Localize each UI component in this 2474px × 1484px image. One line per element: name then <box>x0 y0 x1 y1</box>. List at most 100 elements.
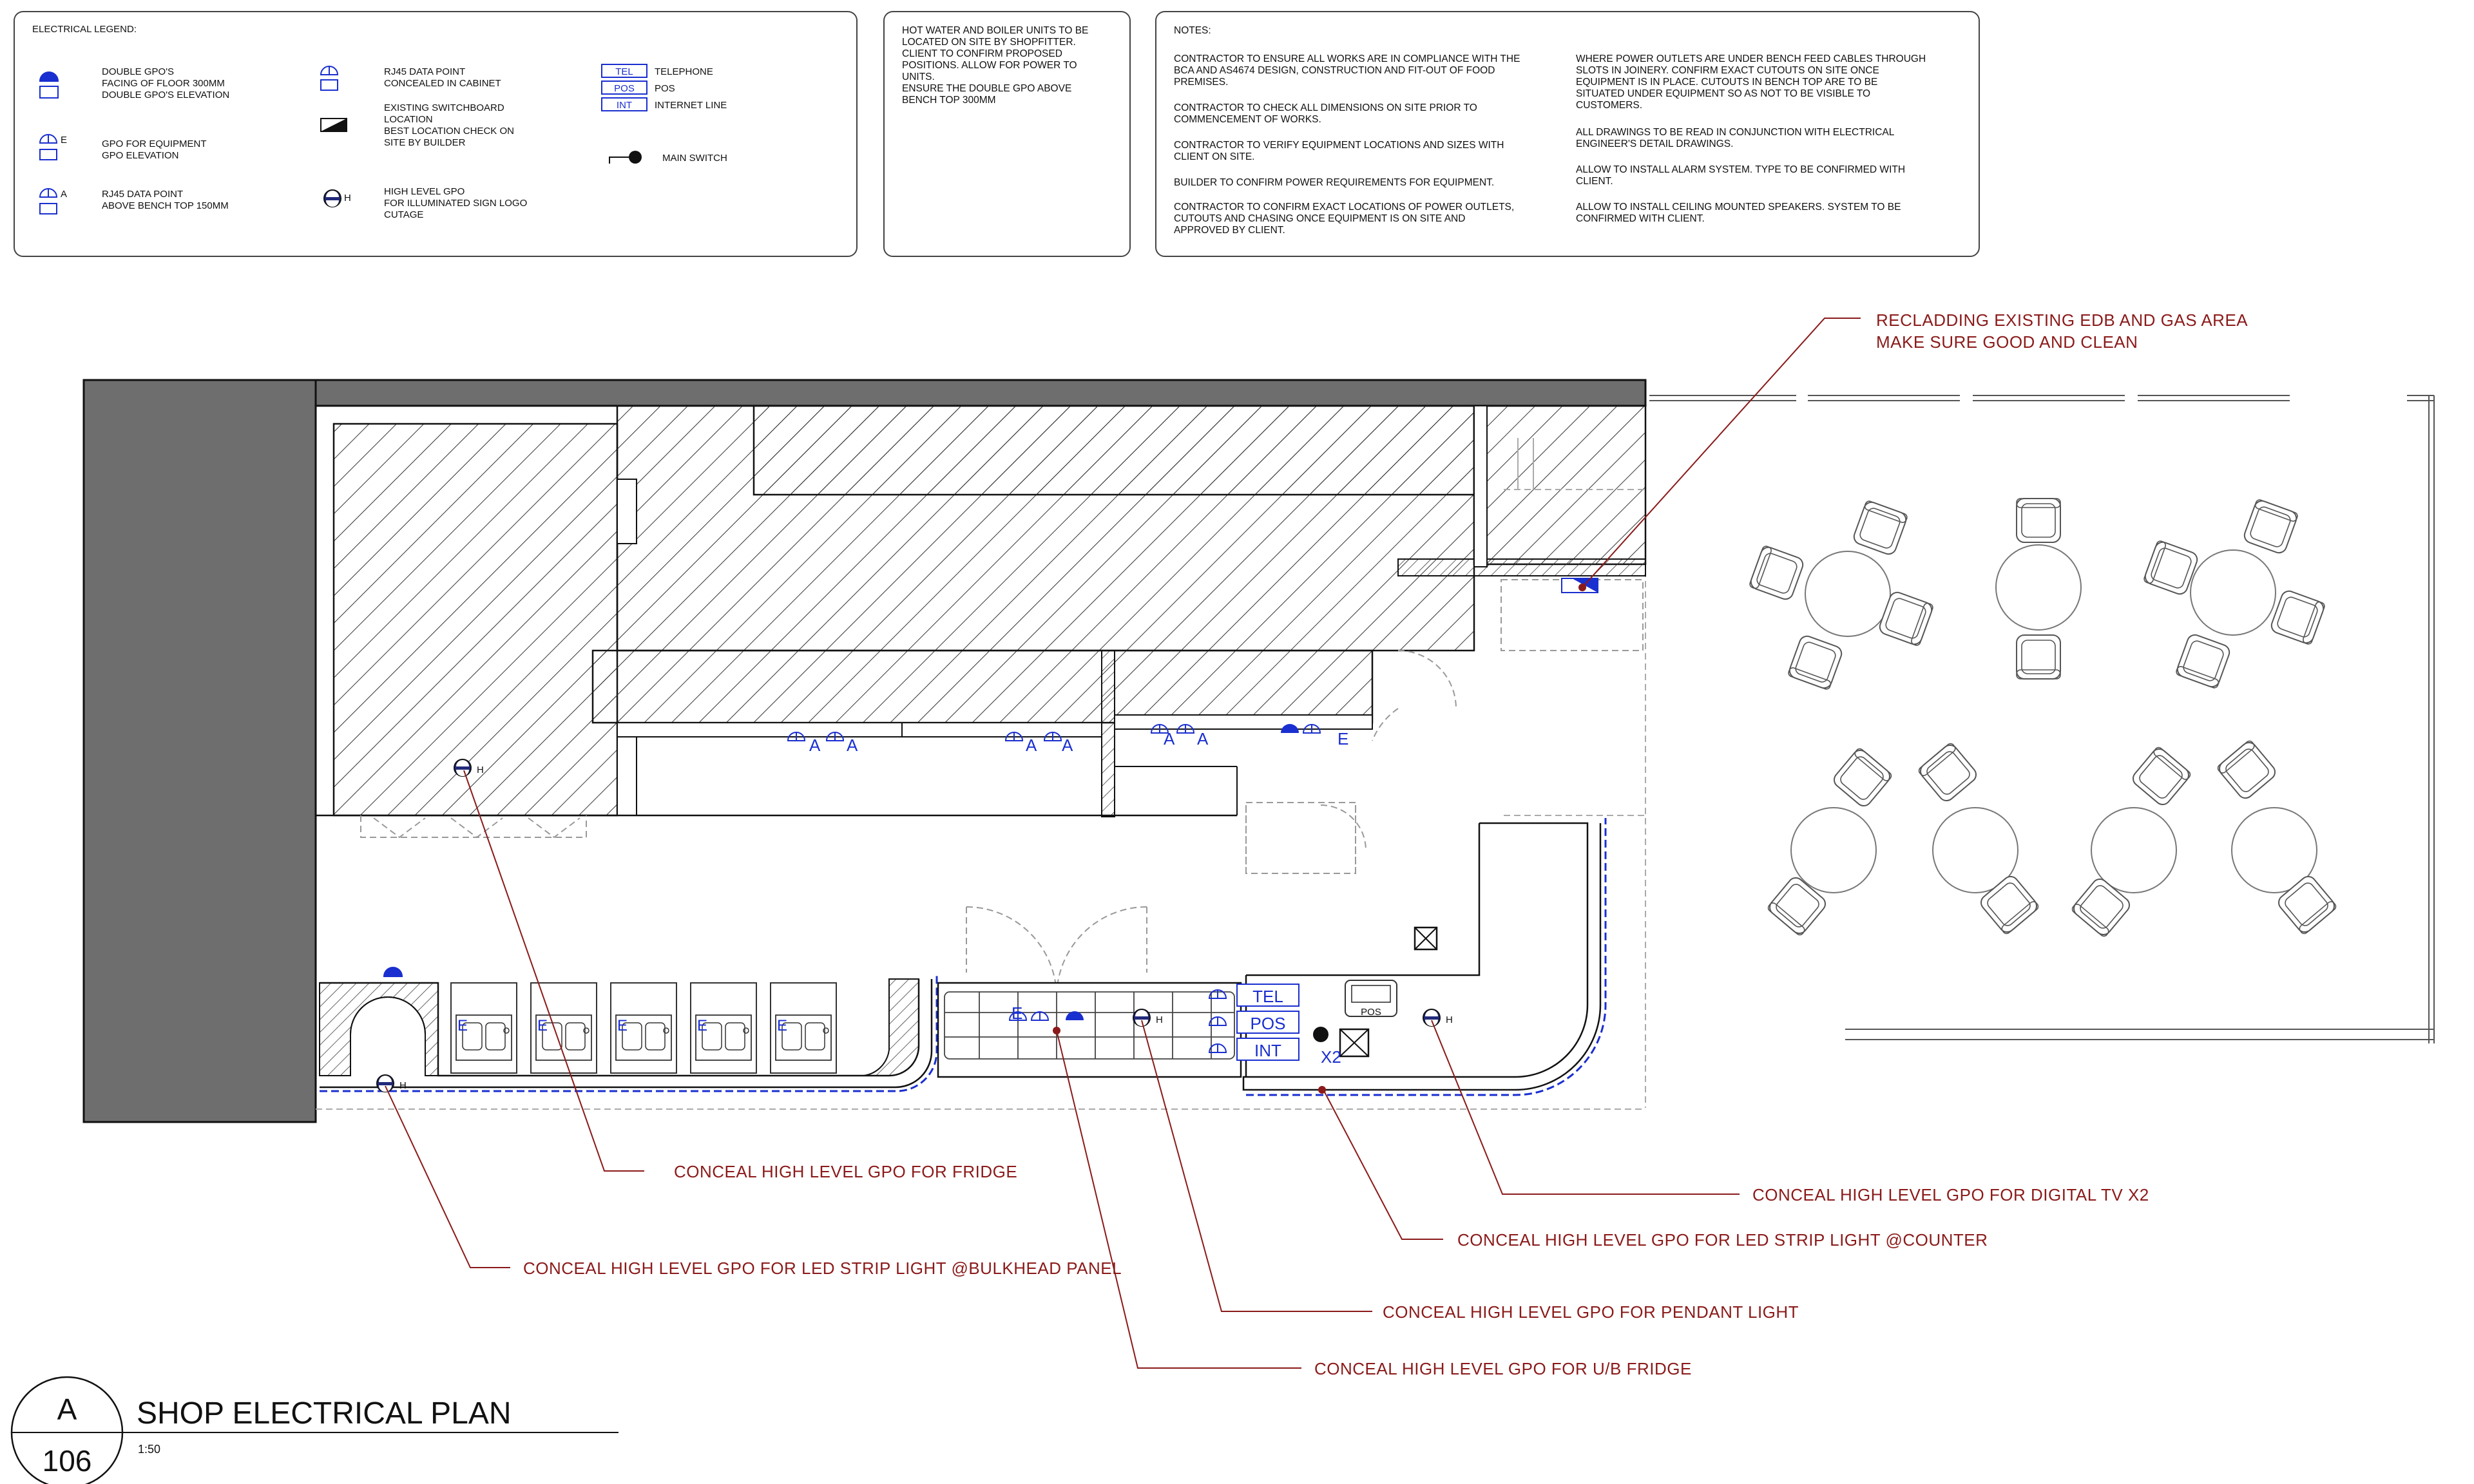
note-left-1b: BCA AND AS4674 DESIGN, CONSTRUCTION AND … <box>1174 65 1495 76</box>
pos-terminal: POS <box>1345 980 1397 1018</box>
door-swings <box>360 579 1644 998</box>
note-right-1b: SLOTS IN JOINERY. CONFIRM EXACT CUTOUTS … <box>1576 65 1879 76</box>
legend-tel-label: TELEPHONE <box>655 66 713 77</box>
legend-rj45-line1: RJ45 DATA POINT <box>102 189 183 200</box>
back-bench-drawers <box>944 991 1235 1060</box>
tag-e-1: E <box>457 1017 468 1034</box>
note-right-1a: WHERE POWER OUTLETS ARE UNDER BENCH FEED… <box>1576 53 1926 64</box>
title-block: A 106 SHOP ELECTRICAL PLAN 1:50 <box>10 1376 618 1484</box>
equipment-gpo-icon <box>39 134 58 160</box>
legend-rj45-line2: ABOVE BENCH TOP 150MM <box>102 200 229 211</box>
note-right-4b: CONFIRMED WITH CLIENT. <box>1576 213 1705 224</box>
legend-int-box: INT <box>617 100 632 111</box>
legend-rj45-tag: A <box>61 189 67 200</box>
legend-double-gpo-line3: DOUBLE GPO'S ELEVATION <box>102 90 229 100</box>
pos-terminal-label: POS <box>1361 1007 1381 1018</box>
legend-high-level-line2: FOR ILLUMINATED SIGN LOGO <box>384 198 527 209</box>
note-right-3b: CLIENT. <box>1576 176 1613 187</box>
note-right-3a: ALLOW TO INSTALL ALARM SYSTEM. TYPE TO B… <box>1576 164 1905 175</box>
legend-high-level-tag: H <box>344 193 351 204</box>
legend-high-level-line1: HIGH LEVEL GPO <box>384 186 465 197</box>
tag-e-5: E <box>777 1017 787 1034</box>
seating-area <box>1649 395 2435 1043</box>
note-right-2a: ALL DRAWINGS TO BE READ IN CONJUNCTION W… <box>1576 127 1895 138</box>
tag-a-6: A <box>1197 729 1209 748</box>
tag-h-bulkhead: H <box>399 1080 407 1091</box>
legend-heading: ELECTRICAL LEGEND: <box>32 24 137 35</box>
comms-outlets: TEL POS INT <box>1209 984 1299 1061</box>
note-left-3a: CONTRACTOR TO VERIFY EQUIPMENT LOCATIONS… <box>1174 140 1504 151</box>
legend-rj45-cabinet-line1: RJ45 DATA POINT <box>384 66 465 77</box>
tag-e-4: E <box>697 1017 707 1034</box>
drawing-title: SHOP ELECTRICAL PLAN <box>137 1396 512 1431</box>
existing-wall-top <box>82 379 1647 407</box>
note-left-1a: CONTRACTOR TO ENSURE ALL WORKS ARE IN CO… <box>1174 53 1520 64</box>
drawing-letter: A <box>57 1393 77 1426</box>
tag-x2: X2 <box>1321 1047 1341 1067</box>
double-gpo-plan <box>1281 724 1299 733</box>
hot-water-note: HOT WATER AND BOILER UNITS TO BE LOCATED… <box>883 11 1131 257</box>
note-right-2b: ENGINEER'S DETAIL DRAWINGS. <box>1576 138 1733 149</box>
legend-main-switch-label: MAIN SWITCH <box>662 153 727 164</box>
legend-switchboard-line2: LOCATION <box>384 114 433 125</box>
legend-pos-label: POS <box>655 83 675 94</box>
legend-switchboard-line4: SITE BY BUILDER <box>384 137 466 148</box>
gpo-tags: A A A A A A E E <box>809 729 1348 1023</box>
tag-h-fridge: H <box>477 765 484 775</box>
tag-e-2: E <box>537 1017 548 1034</box>
legend-pos: POS POS <box>601 81 675 95</box>
electrical-legend: ELECTRICAL LEGEND: DOUBLE GPO'S FACING O… <box>14 11 858 257</box>
tag-h-tv: H <box>1446 1014 1453 1025</box>
legend-equipment-line1: GPO FOR EQUIPMENT <box>102 138 207 149</box>
tag-a-3: A <box>1026 736 1037 755</box>
led-strip-counter <box>1246 818 1607 1096</box>
tag-a-5: A <box>1164 729 1175 748</box>
high-level-gpo-icon <box>323 189 341 207</box>
general-notes: NOTES: CONTRACTOR TO ENSURE ALL WORKS AR… <box>1155 11 1980 257</box>
note-left-1c: PREMISES. <box>1174 77 1228 88</box>
note-left-5b: CUTOUTS AND CHASING ONCE EQUIPMENT IS ON… <box>1174 213 1465 224</box>
main-switch-marker <box>1313 1027 1328 1042</box>
hotwater-line7: BENCH TOP 300MM <box>902 95 996 106</box>
drawing-scale: 1:50 <box>138 1443 160 1456</box>
sink-bench <box>319 982 439 1076</box>
switchboard-icon <box>320 118 347 132</box>
floor-plan: E E E E E TEL POS INT <box>82 379 2435 1123</box>
note-left-4a: BUILDER TO CONFIRM POWER REQUIREMENTS FO… <box>1174 177 1494 188</box>
note-left-5a: CONTRACTOR TO CONFIRM EXACT LOCATIONS OF… <box>1174 202 1514 213</box>
fridge-e-tags: E E E E E <box>457 1017 787 1034</box>
annotation-ub-fridge: CONCEAL HIGH LEVEL GPO FOR U/B FRIDGE <box>1314 1359 1692 1378</box>
annotation-dots <box>1053 584 1586 1094</box>
plan-pos-box: POS <box>1251 1014 1286 1033</box>
hotwater-line1: HOT WATER AND BOILER UNITS TO BE <box>902 25 1088 36</box>
hotwater-line3: CLIENT TO CONFIRM PROPOSED <box>902 48 1062 59</box>
note-left-3b: CLIENT ON SITE. <box>1174 151 1254 162</box>
legend-int-label: INTERNET LINE <box>655 100 727 111</box>
drawing-number: 106 <box>43 1444 92 1478</box>
legend-double-gpo-line1: DOUBLE GPO'S <box>102 66 174 77</box>
rj45-bench-icon <box>39 188 58 214</box>
hotwater-line2: LOCATED ON SITE BY SHOPFITTER. <box>902 37 1076 48</box>
rj45-cabinet-icon <box>320 66 339 91</box>
hotwater-line4: POSITIONS. ALLOW FOR POWER TO <box>902 60 1077 71</box>
legend-switchboard-line3: BEST LOCATION CHECK ON <box>384 126 514 137</box>
plan-int-box: INT <box>1254 1041 1281 1060</box>
legend-internet: INT INTERNET LINE <box>601 97 727 111</box>
legend-rj45-cabinet-line2: CONCEALED IN CABINET <box>384 78 501 89</box>
legend-equipment-line2: GPO ELEVATION <box>102 150 178 161</box>
note-right-1c: EQUIPMENT IS IN PLACE. CUTOUTS IN BENCH … <box>1576 77 1877 88</box>
annotation-counter: CONCEAL HIGH LEVEL GPO FOR LED STRIP LIG… <box>1457 1230 1988 1250</box>
existing-wall-left <box>82 379 317 1123</box>
annotation-fridge: CONCEAL HIGH LEVEL GPO FOR FRIDGE <box>674 1162 1017 1181</box>
note-right-4a: ALLOW TO INSTALL CEILING MOUNTED SPEAKER… <box>1576 202 1901 213</box>
legend-equipment-tag: E <box>61 135 67 146</box>
tag-e-counter: E <box>1338 729 1348 748</box>
legend-double-gpo-line2: FACING OF FLOOR 300MM <box>102 78 225 89</box>
hotwater-line5: UNITS. <box>902 71 935 82</box>
note-left-5c: APPROVED BY CLIENT. <box>1174 225 1285 236</box>
tag-a-4: A <box>1062 736 1073 755</box>
tag-e-bench: E <box>1012 1004 1022 1023</box>
double-gpo-icon <box>39 71 59 99</box>
led-strip-bulkhead <box>320 973 938 1092</box>
